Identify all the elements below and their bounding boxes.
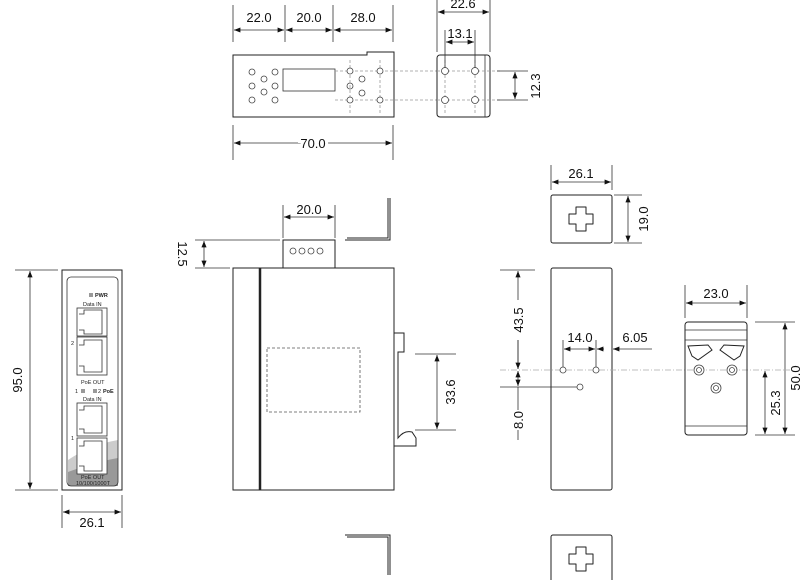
rj45-port-2-top (76, 307, 108, 337)
dim-rear-plate-h: 19.0 (636, 206, 651, 231)
bracket-view: 22.6 13.1 12.3 (436, 0, 543, 118)
pwr-label: PWR (95, 293, 108, 299)
port-1-label: 1 (71, 436, 74, 442)
poe-led-2-label: 2 (98, 389, 101, 395)
top-view: 22.0 20.0 28.0 70.0 (232, 5, 437, 160)
dim-top-w1: 22.0 (246, 10, 271, 25)
din-rail-clip: 23.0 50.0 25.3 (684, 285, 800, 436)
dim-din-hole-h: 25.3 (768, 390, 783, 415)
side-view: 20.0 12.5 33.6 (175, 198, 458, 575)
rj45-port-1-top (76, 402, 108, 437)
dim-side-conn-w: 20.0 (296, 202, 321, 217)
poe-led-1-label: 1 (75, 389, 78, 395)
dim-front-h: 95.0 (10, 367, 25, 392)
dim-top-total: 70.0 (300, 136, 325, 151)
speed-label: 10/100/1000T (76, 481, 111, 487)
front-view: PWR Data IN 2 PoE OUT 1 2 PoE Data IN 1 … (7, 269, 123, 530)
dim-rear-w: 26.1 (568, 166, 593, 181)
poe-out-2-label: PoE OUT (81, 380, 105, 386)
rj45-port-2-bottom (76, 336, 108, 376)
poe-label: PoE (103, 389, 114, 395)
data-in-1-label: Data IN (83, 397, 102, 403)
dim-rear-hole-edge: 6.05 (622, 330, 647, 345)
dim-rear-top-offset: 43.5 (511, 307, 526, 332)
dim-bracket-holes-h: 12.3 (528, 73, 543, 98)
rear-view: 26.1 19.0 43.5 14.0 6.05 8.0 (500, 165, 790, 580)
dim-top-w2: 20.0 (296, 10, 321, 25)
dim-bracket-w: 22.6 (450, 0, 475, 11)
poe-out-1-label: PoE OUT (81, 475, 105, 481)
dim-side-conn-h: 12.5 (175, 241, 190, 266)
dim-front-w: 26.1 (79, 515, 104, 530)
dim-bracket-holes-w: 13.1 (447, 26, 472, 41)
dim-top-w3: 28.0 (350, 10, 375, 25)
dim-side-clip-h: 33.6 (443, 379, 458, 404)
dim-rear-hole-drop: 8.0 (511, 411, 526, 429)
port-2-label: 2 (71, 341, 74, 347)
dim-rear-hole-spacing: 14.0 (567, 330, 592, 345)
data-in-2-label: Data IN (83, 302, 102, 308)
rj45-port-1-bottom (76, 437, 108, 475)
dim-din-h: 50.0 (788, 365, 800, 390)
dim-din-w: 23.0 (703, 286, 728, 301)
